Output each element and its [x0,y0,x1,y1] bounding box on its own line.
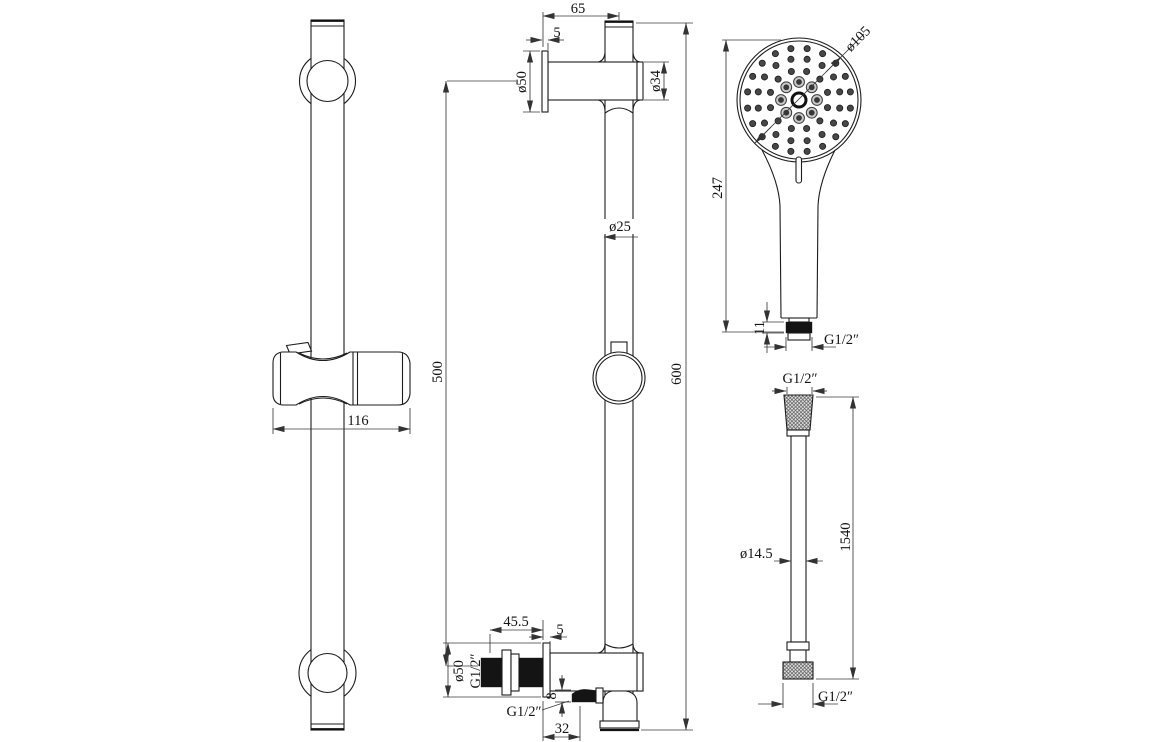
dim-outlet-stub-length: 8 [544,692,560,699]
dim-outlet-plate-thickness: 5 [556,622,563,638]
outlet-arm [549,652,644,692]
wall-plate [541,50,549,113]
dim-outlet-span: 32 [555,721,570,737]
dim-handset-length: 247 [710,177,726,199]
dim-outlet-thread: G1/2″ [506,704,541,720]
inlet-locknut [501,649,512,696]
outlet-elbow-body [602,690,638,722]
dimension-tube-diameter: ø25 [602,219,638,241]
mode-slot [795,156,803,184]
dimension-outlet-plate-thickness: 5 [529,622,567,649]
dimension-handset-thread-size: G1/2″ [764,332,859,351]
dim-hose-diameter: ø14.5 [740,546,773,562]
dim-thread-exposure: 11 [752,321,768,335]
hose-outlet-stub [571,689,597,703]
dim-arm-diameter: ø34 [648,69,664,92]
dim-inlet-thread: G1/2″ [468,653,484,688]
dim-plate-thickness: 5 [553,25,560,41]
rail-front-view: 65 5 ø50 ø34 ø25 500 [430,1,693,741]
inlet-thread-pipe [480,657,503,688]
dim-hose-length: 1540 [838,523,854,552]
dim-hose-bottom-thread: G1/2″ [818,689,853,705]
dimension-bracket-spacing: 500 [430,80,516,667]
bracket-arm [547,61,638,101]
dim-plate-diameter: ø50 [514,71,530,93]
handset-view: ø105 247 11 G1/2″ [710,23,874,353]
wall-mount-top-ring [306,59,349,103]
dim-wall-offset: 65 [571,1,586,17]
dim-bracket-spacing: 500 [430,361,446,383]
dim-handset-thread-size: G1/2″ [824,332,859,348]
dim-hose-top-thread: G1/2″ [782,371,817,387]
handset-face [736,37,862,163]
dim-outlet-plate-diameter: ø50 [451,660,467,682]
nozzle-pattern [744,45,854,155]
dimension-plate-diameter: ø50 [514,50,540,113]
dimension-outlet-thread: G1/2″ [506,700,570,720]
slider-ring [592,341,646,405]
hose-view: G1/2″ 1540 ø14.5 G1/2″ [740,371,859,708]
hose-top-nut [783,394,814,437]
dim-head-diameter: ø105 [842,23,874,55]
handset-thread [785,321,813,334]
dimension-slider-width: 116 [272,408,411,434]
dimension-arm-diameter: ø34 [644,61,669,101]
dimension-outlet-stub: 8 [544,675,571,717]
handset-handle [761,149,836,341]
wall-mount-bottom-ring [307,652,348,694]
dimension-outlet-span: 32 [542,701,581,741]
dimension-outlet-plate-diameter: ø50 G1/2″ [443,642,541,698]
dimension-outlet-depth: 45.5 [489,614,544,653]
dimension-hose-diameter: ø14.5 [740,546,823,565]
dimension-hose-bottom-thread: G1/2″ [758,683,853,708]
dimension-thread-exposure: 11 [752,302,784,353]
rail-side-view: 116 [272,19,411,731]
dim-outlet-depth: 45.5 [503,614,528,630]
center-nozzle-ring [790,91,808,109]
hose-bottom-nut [782,641,814,680]
dim-overall-length: 600 [669,363,685,385]
slider-handle [272,341,411,406]
dimension-hose-length: 1540 [816,396,859,680]
dimension-overall-length: 600 [636,22,693,731]
dim-tube-diameter: ø25 [609,219,631,235]
dim-slider-width: 116 [347,413,368,429]
dimension-handset-length: 247 [710,39,784,333]
top-wall-bracket [541,50,644,114]
outlet-wall-plate [542,642,551,698]
hose-tube [790,435,807,643]
dimension-hose-top-thread: G1/2″ [772,371,827,395]
dimension-plate-thickness: 5 [526,25,564,50]
dimension-wall-offset: 65 [542,1,620,47]
slider-button [285,341,313,355]
bottom-outlet-bracket [480,642,644,732]
